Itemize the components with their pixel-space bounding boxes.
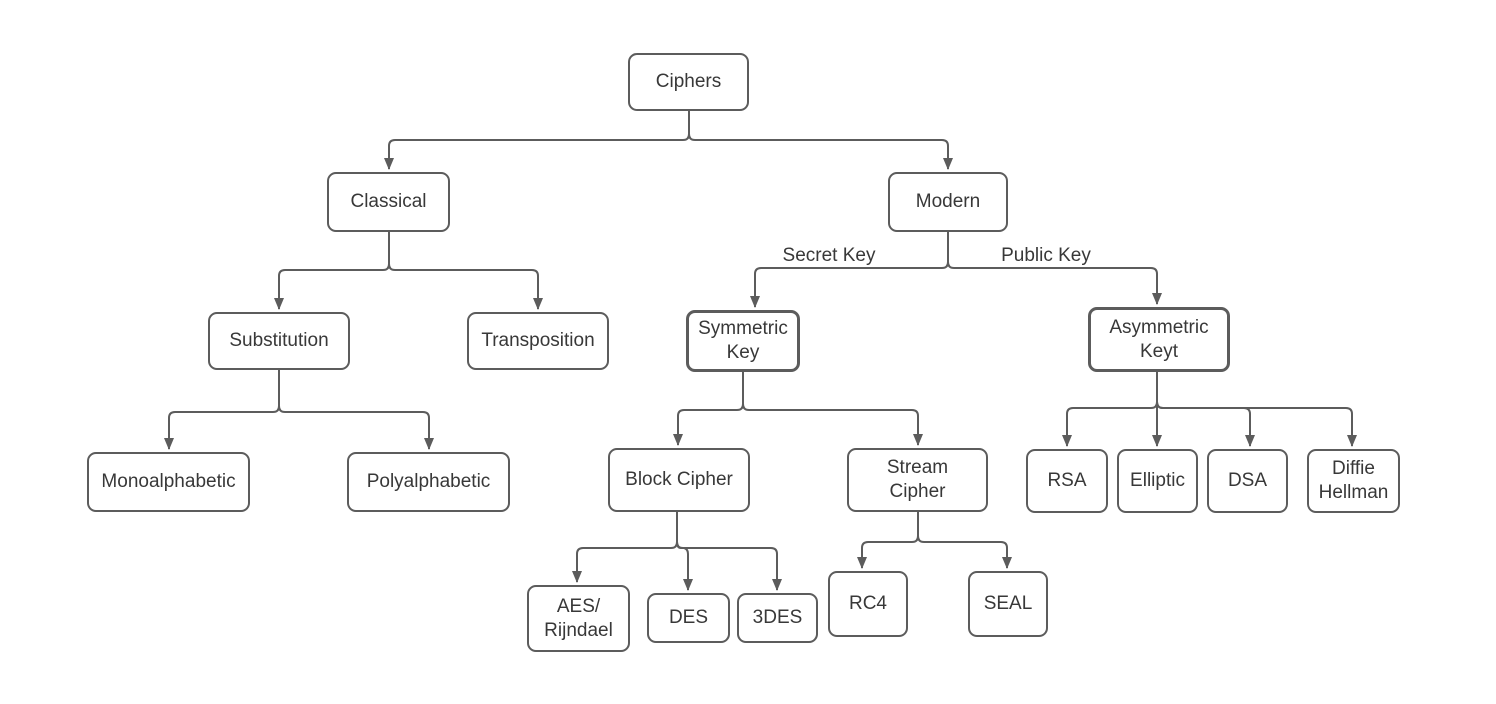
edge-asymmetric-rsa [1062, 372, 1158, 447]
node-elliptic[interactable]: Elliptic [1117, 449, 1198, 513]
node-seal[interactable]: SEAL [968, 571, 1048, 637]
node-modern[interactable]: Modern [888, 172, 1008, 232]
node-asymmetric-key[interactable]: Asymmetric Keyt [1088, 307, 1230, 372]
edge-stream-rc4 [857, 512, 919, 569]
node-diffie-hellman[interactable]: Diffie Hellman [1307, 449, 1400, 513]
node-des[interactable]: DES [647, 593, 730, 643]
edge-ciphers-modern [688, 111, 953, 170]
edge-block-aes [572, 512, 678, 583]
edge-symmetric-block-cipher [673, 372, 744, 446]
node-rc4[interactable]: RC4 [828, 571, 908, 637]
node-monoalphabetic[interactable]: Monoalphabetic [87, 452, 250, 512]
edge-ciphers-classical [384, 111, 690, 170]
node-stream-cipher[interactable]: Stream Cipher [847, 448, 988, 512]
node-substitution[interactable]: Substitution [208, 312, 350, 370]
node-aes-rijndael[interactable]: AES/ Rijndael [527, 585, 630, 652]
node-block-cipher[interactable]: Block Cipher [608, 448, 750, 512]
node-transposition[interactable]: Transposition [467, 312, 609, 370]
edge-substitution-polyalphabetic [278, 370, 434, 450]
edge-label-secret-key: Secret Key [779, 245, 879, 267]
edge-classical-substitution [274, 232, 390, 310]
node-rsa[interactable]: RSA [1026, 449, 1108, 513]
edge-substitution-monoalphabetic [164, 370, 280, 450]
node-polyalphabetic[interactable]: Polyalphabetic [347, 452, 510, 512]
node-classical[interactable]: Classical [327, 172, 450, 232]
node-symmetric-key[interactable]: Symmetric Key [686, 310, 800, 372]
edge-block-des [676, 512, 693, 591]
edge-modern-asymmetric-key [947, 232, 1162, 305]
edge-modern-symmetric-key [750, 232, 949, 308]
edge-block-3des [676, 512, 782, 591]
edge-symmetric-stream-cipher [742, 372, 923, 446]
node-3des[interactable]: 3DES [737, 593, 818, 643]
edge-stream-seal [917, 512, 1012, 569]
node-dsa[interactable]: DSA [1207, 449, 1288, 513]
edge-label-public-key: Public Key [998, 245, 1094, 267]
edge-asymmetric-diffie-hellman [1156, 372, 1357, 447]
edge-classical-transposition [388, 232, 543, 310]
node-ciphers[interactable]: Ciphers [628, 53, 749, 111]
